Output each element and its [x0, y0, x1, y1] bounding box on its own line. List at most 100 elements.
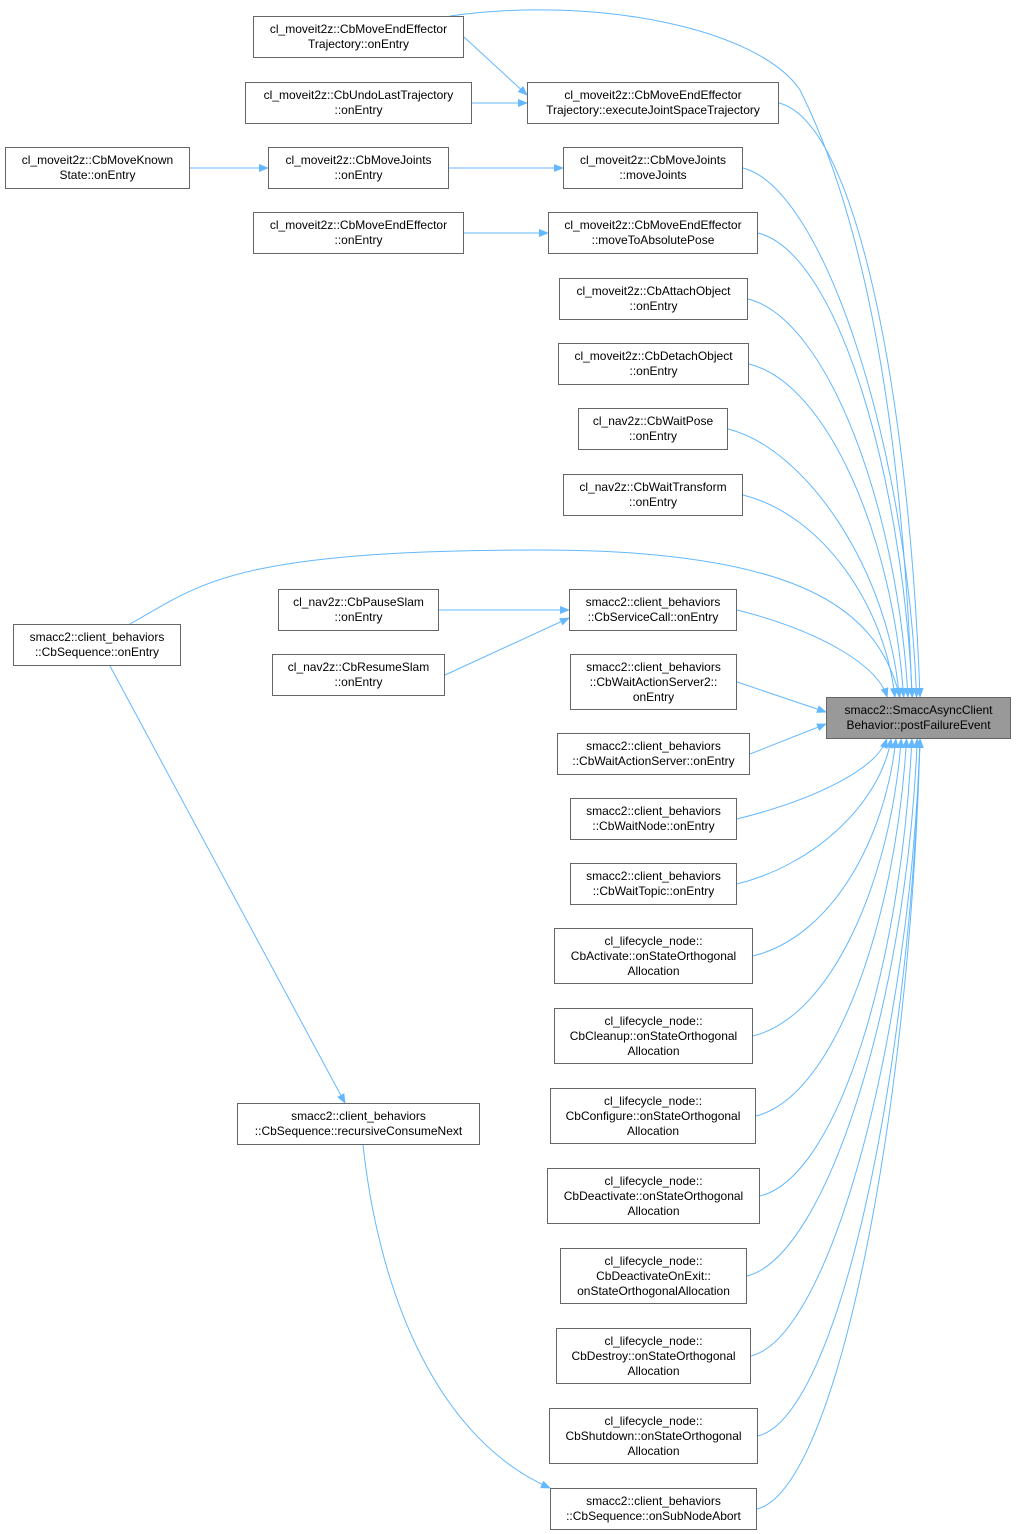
node-label-line: cl_moveit2z::CbMoveEndEffector [564, 218, 742, 232]
caller-node[interactable]: cl_moveit2z::CbDetachObject::onEntry [558, 343, 749, 385]
node-label-line: CbCleanup::onStateOrthogonal [569, 1028, 738, 1043]
node-label-line: ::CbWaitActionServer2:: [589, 674, 718, 689]
call-edge [746, 738, 921, 1277]
node-label-line: CbConfigure::onStateOrthogonal [565, 1108, 741, 1123]
call-edge [736, 681, 827, 713]
node-label-line: CbDeactivateOnExit:: [596, 1268, 711, 1283]
node-label-line: ::onEntry [334, 103, 383, 117]
call-edge [752, 738, 905, 1037]
caller-node[interactable]: cl_nav2z::CbWaitPose::onEntry [578, 408, 728, 450]
node-label-line: cl_moveit2z::CbUndoLastTrajectory [263, 88, 454, 102]
call-edge [757, 738, 924, 1437]
node-label-line: smacc2::client_behaviors [291, 1109, 426, 1123]
node-label-line: cl_moveit2z::CbAttachObject [576, 284, 731, 298]
caller-node[interactable]: cl_nav2z::CbPauseSlam::onEntry [278, 589, 439, 631]
node-label-line: ::onEntry [334, 168, 383, 182]
node-label-line: Allocation [627, 1363, 680, 1378]
node-label-line: CbDeactivate::onStateOrthogonal [563, 1188, 744, 1203]
call-edge [736, 609, 889, 698]
node-label-line: State::onEntry [59, 168, 136, 182]
call-edge [752, 738, 899, 957]
node-label-line: cl_lifecycle_node:: [604, 1333, 703, 1348]
caller-node[interactable]: cl_lifecycle_node::CbConfigure::onStateO… [550, 1088, 756, 1144]
call-edge [757, 232, 916, 698]
node-label-line: Trajectory::executeJointSpaceTrajectory [546, 103, 760, 117]
caller-node[interactable]: cl_nav2z::CbResumeSlam::onEntry [272, 654, 445, 696]
call-edge [755, 738, 911, 1117]
node-label-line: cl_lifecycle_node:: [604, 1413, 703, 1428]
node-label-line: Allocation [627, 1203, 680, 1218]
node-label-line: ::CbServiceCall::onEntry [587, 610, 719, 624]
call-edge [742, 494, 898, 698]
node-label-line: cl_nav2z::CbWaitTransform [579, 480, 727, 494]
node-label-line: cl_lifecycle_node:: [604, 1013, 703, 1028]
node-label-line: cl_lifecycle_node:: [604, 1253, 703, 1268]
call-edge [362, 1144, 551, 1489]
node-label-line: CbDestroy::onStateOrthogonal [571, 1348, 736, 1363]
call-edge [444, 617, 570, 676]
caller-node[interactable]: smacc2::client_behaviors::CbSequence::on… [13, 624, 181, 666]
node-label-line: Allocation [626, 1123, 680, 1138]
node-label-line: onEntry [632, 689, 675, 704]
node-label-line: smacc2::SmaccAsyncClient [844, 703, 993, 717]
node-label-line: ::CbSequence::onEntry [34, 645, 160, 659]
caller-node[interactable]: cl_moveit2z::CbMoveJoints::onEntry [268, 147, 449, 189]
caller-node[interactable]: cl_moveit2z::CbMoveEndEffector::onEntry [253, 212, 464, 254]
caller-node[interactable]: cl_nav2z::CbWaitTransform::onEntry [563, 474, 743, 516]
caller-node[interactable]: cl_lifecycle_node::CbDeactivateOnExit::o… [560, 1248, 747, 1304]
node-label-line: smacc2::client_behaviors [586, 869, 721, 883]
node-label-line: ::onEntry [334, 675, 383, 689]
node-label-line: ::CbWaitActionServer::onEntry [572, 754, 735, 768]
caller-node[interactable]: cl_lifecycle_node::CbCleanup::onStateOrt… [554, 1008, 753, 1064]
node-label-line: ::onEntry [628, 495, 678, 509]
caller-node[interactable]: smacc2::client_behaviors::CbServiceCall:… [569, 589, 737, 631]
call-edge [748, 363, 908, 698]
caller-node[interactable]: smacc2::client_behaviors::CbWaitNode::on… [570, 798, 737, 840]
call-edge [749, 723, 827, 755]
node-label-line: cl_lifecycle_node:: [604, 933, 703, 948]
call-edge [756, 738, 924, 1510]
caller-node[interactable]: cl_moveit2z::CbAttachObject::onEntry [559, 278, 748, 320]
node-label-line: smacc2::client_behaviors [586, 659, 721, 674]
caller-node[interactable]: smacc2::client_behaviors::CbSequence::re… [237, 1103, 480, 1145]
caller-node[interactable]: cl_lifecycle_node::CbDeactivate::onState… [547, 1168, 760, 1224]
caller-node[interactable]: cl_lifecycle_node::CbDestroy::onStateOrt… [556, 1328, 751, 1384]
call-edge [747, 298, 912, 698]
caller-node[interactable]: smacc2::client_behaviors::CbSequence::on… [550, 1488, 757, 1530]
node-label-line: cl_moveit2z::CbMoveJoints [285, 153, 432, 167]
caller-node[interactable]: cl_lifecycle_node::CbActivate::onStateOr… [554, 928, 753, 984]
node-label-line: Behavior::postFailureEvent [846, 718, 991, 732]
node-label-line: cl_lifecycle_node:: [604, 1173, 703, 1188]
call-edge [109, 665, 346, 1104]
call-edge [778, 102, 924, 698]
caller-node[interactable]: cl_moveit2z::CbUndoLastTrajectory::onEnt… [245, 82, 472, 124]
node-label-line: Allocation [627, 1443, 680, 1458]
node-label-line: ::CbSequence::onSubNodeAbort [566, 1509, 741, 1523]
caller-node[interactable]: cl_moveit2z::CbMoveJoints::moveJoints [563, 147, 743, 189]
node-label-line: Trajectory::onEntry [308, 37, 409, 51]
node-label-line: onStateOrthogonalAllocation [577, 1283, 730, 1298]
node-label-line: ::CbWaitTopic::onEntry [592, 884, 715, 898]
node-label-line: cl_moveit2z::CbDetachObject [574, 349, 733, 363]
caller-node[interactable]: smacc2::client_behaviors::CbWaitActionSe… [557, 733, 750, 775]
node-label-line: smacc2::client_behaviors [29, 630, 165, 644]
node-label-line: smacc2::client_behaviors [586, 804, 721, 818]
call-edge [727, 428, 903, 698]
caller-node[interactable]: smacc2::client_behaviors::CbWaitTopic::o… [570, 863, 737, 905]
caller-node[interactable]: cl_moveit2z::CbMoveEndEffector::moveToAb… [548, 212, 758, 254]
node-label-line: Allocation [627, 963, 680, 978]
caller-node[interactable]: cl_lifecycle_node::CbShutdown::onStateOr… [549, 1408, 758, 1464]
caller-node[interactable]: smacc2::client_behaviors::CbWaitActionSe… [570, 654, 737, 710]
call-edge [742, 167, 921, 698]
node-label-line: ::onEntry [334, 610, 383, 624]
call-edge [449, 9, 916, 698]
node-label-line: ::onEntry [629, 299, 678, 313]
node-label-line: cl_moveit2z::CbMoveJoints [579, 153, 727, 167]
node-label-line: ::CbSequence::recursiveConsumeNext [254, 1124, 463, 1138]
node-label-line: cl_nav2z::CbPauseSlam [293, 595, 424, 609]
